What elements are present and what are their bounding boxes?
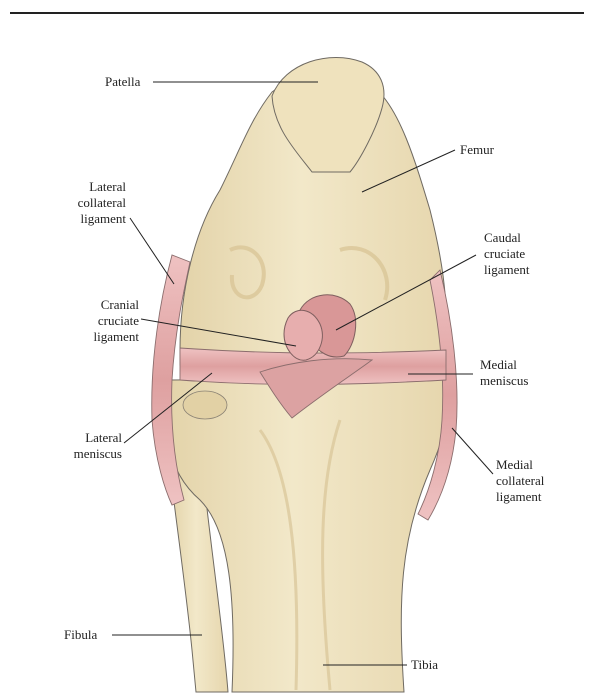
label-patella: Patella — [105, 74, 140, 90]
label-tibia: Tibia — [411, 657, 438, 673]
tibia-crest-shade — [183, 391, 227, 419]
label-lateral-meniscus: Lateral meniscus — [56, 430, 122, 462]
label-medial-collateral-ligament: Medial collateral ligament — [496, 457, 544, 505]
label-caudal-cruciate-ligament: Caudal cruciate ligament — [484, 230, 530, 278]
label-femur: Femur — [460, 142, 494, 158]
cranial-cruciate-ligament — [284, 310, 322, 360]
label-fibula: Fibula — [64, 627, 97, 643]
leader-lateral-collateral — [130, 218, 174, 284]
label-medial-meniscus: Medial meniscus — [480, 357, 528, 389]
label-lateral-collateral-ligament: Lateral collateral ligament — [56, 179, 126, 227]
leader-medial-collateral — [452, 428, 493, 474]
label-cranial-cruciate-ligament: Cranial cruciate ligament — [56, 297, 139, 345]
